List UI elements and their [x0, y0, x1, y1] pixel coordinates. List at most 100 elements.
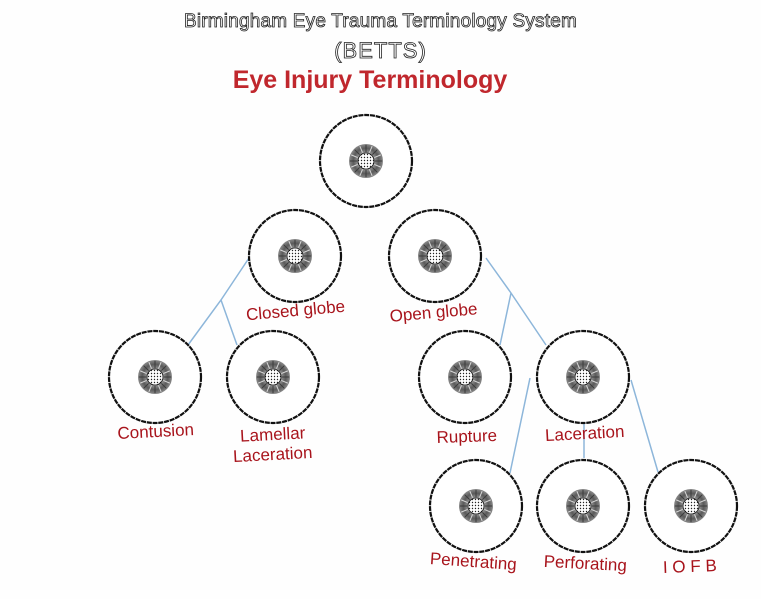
iris-streak [303, 258, 310, 263]
node-label-open-globe: Open globe [389, 299, 478, 326]
iris-streak [428, 241, 433, 248]
node-perforating: Perforating [535, 458, 631, 575]
iris-streak [482, 494, 488, 500]
iris-streak [676, 499, 683, 504]
iris-streak [258, 379, 265, 384]
node-eye-injury [318, 113, 414, 209]
iris-streak [461, 508, 468, 513]
node-contusion: Contusion [107, 329, 203, 443]
iris-streak [453, 365, 459, 371]
connector-open-globe [485, 257, 547, 346]
iris-streak [591, 499, 598, 504]
iris-streak [464, 512, 470, 518]
iris-streak [589, 512, 595, 518]
iris-streak [693, 514, 698, 521]
pupil-icon [426, 247, 444, 265]
iris-streak [684, 514, 689, 521]
iris-streak [288, 241, 293, 248]
subtitle-system-name: Birmingham Eye Trauma Terminology System [183, 11, 578, 33]
iris-streak [473, 379, 480, 384]
iris-streak [699, 508, 706, 513]
iris-streak [359, 146, 364, 153]
iris-streak [437, 241, 442, 248]
iris-streak [420, 249, 427, 254]
iris-streak [484, 508, 491, 513]
iris-streak [568, 508, 575, 513]
iris-streak [571, 383, 577, 389]
iris-streak [297, 264, 302, 271]
connector-lines [187, 257, 659, 474]
iris-streak [458, 385, 463, 392]
node-label-rupture: Rupture [436, 426, 497, 447]
iris-streak [140, 370, 147, 375]
iris-streak [679, 494, 685, 500]
iris-streak [297, 241, 302, 248]
node-penetrating: Penetrating [428, 458, 524, 574]
iris-streak [423, 262, 429, 268]
iris-streak [568, 379, 575, 384]
iris-streak [576, 514, 581, 521]
iris-streak [693, 491, 698, 498]
iris-streak [441, 262, 447, 268]
iris-streak [437, 264, 442, 271]
pupil-icon [286, 247, 304, 265]
iris-streak [450, 370, 457, 375]
iris-streak [471, 365, 477, 371]
iris-streak [288, 264, 293, 271]
iris-streak [585, 514, 590, 521]
iris-streak [374, 154, 381, 159]
node-rupture: Rupture [417, 329, 513, 447]
iris-streak [351, 154, 358, 159]
iris-streak [148, 385, 153, 392]
iris-streak [571, 494, 577, 500]
iris-streak [374, 163, 381, 168]
iris-streak [585, 362, 590, 369]
iris-streak [280, 258, 287, 263]
iris-streak [568, 370, 575, 375]
iris-streak [420, 258, 427, 263]
iris-streak [148, 362, 153, 369]
iris-streak [283, 244, 289, 250]
iris-streak [589, 383, 595, 389]
iris-streak [443, 258, 450, 263]
iris-streak [591, 370, 598, 375]
iris-streak [591, 508, 598, 513]
node-label-lamellar-laceration: Laceration [233, 443, 313, 466]
iris-streak [676, 508, 683, 513]
iris-streak [679, 512, 685, 518]
node-closed-globe: Closed globe [245, 208, 346, 324]
iris-streak [280, 249, 287, 254]
iris-streak [281, 370, 288, 375]
iris-streak [473, 370, 480, 375]
iris-streak [372, 167, 378, 173]
iris-streak [484, 499, 491, 504]
iris-streak [368, 146, 373, 153]
iris-streak [283, 262, 289, 268]
iris-streak [266, 362, 271, 369]
pupil-icon [146, 368, 164, 386]
iris-streak [469, 491, 474, 498]
iris-streak [469, 514, 474, 521]
iris-streak [140, 379, 147, 384]
iris-streak [589, 494, 595, 500]
iris-streak [354, 149, 360, 155]
iris-streak [279, 365, 285, 371]
iris-streak [464, 494, 470, 500]
iris-streak [157, 362, 162, 369]
iris-streak [443, 249, 450, 254]
pupil-icon [467, 497, 485, 515]
diagram-title: Eye Injury Terminology [232, 66, 508, 94]
iris-streak [301, 262, 307, 268]
pupil-icon [264, 368, 282, 386]
iris-streak [585, 491, 590, 498]
iris-streak [589, 365, 595, 371]
pupil-icon [456, 368, 474, 386]
iris-streak [576, 491, 581, 498]
iris-streak [354, 167, 360, 173]
iris-streak [482, 512, 488, 518]
iris-streak [450, 379, 457, 384]
iris-streak [143, 365, 149, 371]
iris-streak [453, 383, 459, 389]
iris-streak [478, 514, 483, 521]
iris-streak [163, 370, 170, 375]
